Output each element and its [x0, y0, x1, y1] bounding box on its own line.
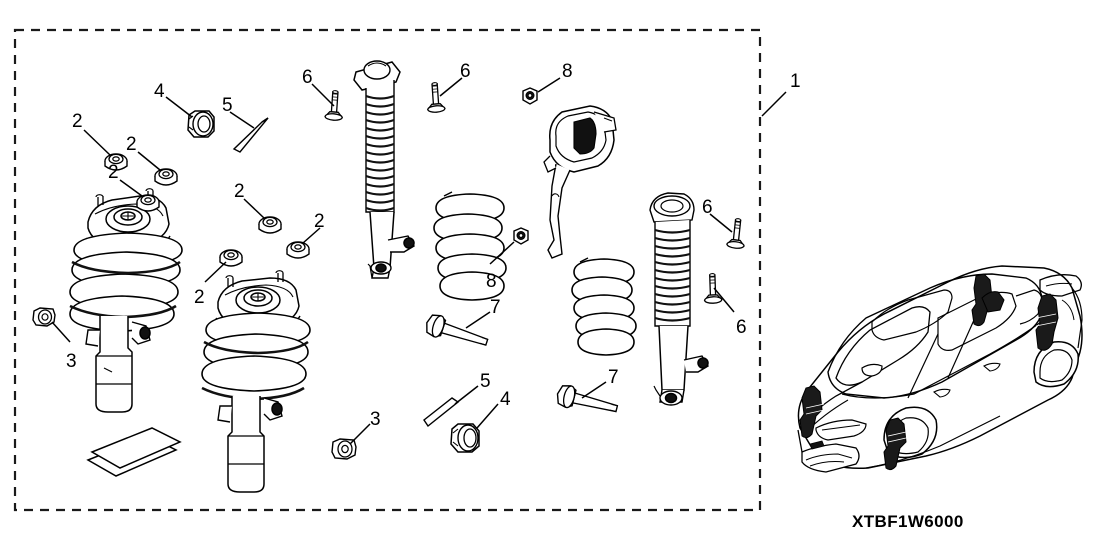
flange-nut-2e [286, 241, 310, 259]
callout-5a: 5 [222, 95, 233, 116]
vehicle-highlighted-parts [799, 273, 1059, 471]
hex-wrench-5b [423, 397, 460, 428]
callout-3a: 3 [66, 351, 77, 372]
rear-coil-spring-right [571, 257, 637, 356]
callout-2c: 2 [108, 162, 119, 183]
front-strut-left [69, 188, 183, 413]
flange-bolt-long-7a [426, 314, 489, 346]
part-number-label: XTBF1W6000 [852, 512, 964, 531]
callout-7b: 7 [608, 367, 619, 388]
flange-bolt-long-7b [556, 385, 619, 413]
flange-nut-2c [136, 194, 160, 212]
callout-3b: 3 [370, 409, 381, 430]
instruction-sheets [86, 427, 182, 477]
callout-2a: 2 [72, 111, 83, 132]
lock-nut-8b [513, 227, 529, 245]
callout-6b: 6 [460, 61, 471, 82]
kit-boundary [13, 28, 762, 512]
hex-wrench-5a [232, 117, 269, 153]
collar-nut-4a [187, 110, 215, 138]
callout-6d: 6 [736, 317, 747, 338]
lock-nut-8a [522, 87, 538, 105]
collar-nut-4b [450, 423, 480, 453]
callout-2f: 2 [194, 287, 205, 308]
self-locking-nut-3a [32, 307, 56, 327]
flange-bolt-6d [703, 272, 723, 305]
flange-nut-2d [258, 216, 282, 234]
callout-5b: 5 [480, 371, 491, 392]
callout-8b: 8 [486, 271, 497, 292]
callout-6a: 6 [302, 67, 313, 88]
callout-1: 1 [790, 71, 801, 92]
callout-6c: 6 [702, 197, 713, 218]
flange-bolt-6c [726, 217, 748, 250]
callout-2e: 2 [314, 211, 325, 232]
callout-4a: 4 [154, 81, 165, 102]
suspension-knuckle-bracket [543, 105, 617, 259]
callout-7a: 7 [490, 297, 501, 318]
front-strut-right [201, 270, 311, 493]
rear-shock-center [353, 60, 415, 279]
callout-8a: 8 [562, 61, 573, 82]
callout-4b: 4 [500, 389, 511, 410]
callout-2b: 2 [126, 134, 137, 155]
callout-leader-lines [51, 77, 787, 445]
vehicle-illustration [797, 265, 1083, 473]
flange-nut-2b [154, 168, 178, 186]
callout-2d: 2 [234, 181, 245, 202]
rear-coil-spring-center [433, 191, 507, 301]
flange-bolt-6b [425, 81, 446, 114]
rear-shock-right [649, 192, 709, 406]
